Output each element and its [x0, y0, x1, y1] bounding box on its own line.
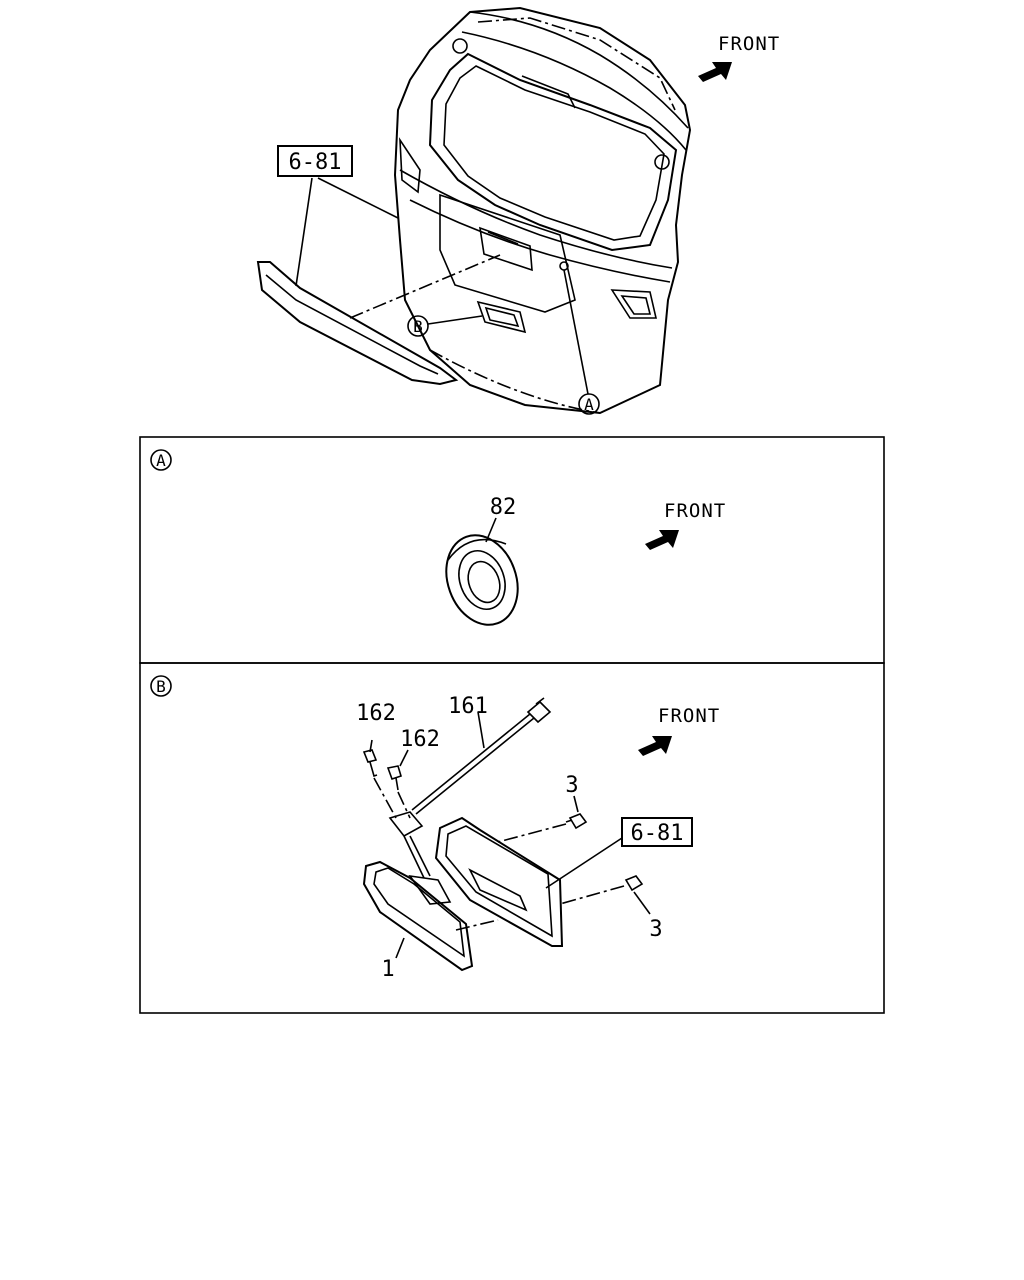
bolt-3-top[interactable] — [565, 813, 588, 830]
panel-b-id-circle — [150, 675, 172, 697]
arrow-up-right-icon — [698, 62, 732, 82]
tailgate-outline — [393, 6, 692, 415]
left-tail-lamp — [399, 137, 421, 194]
callout-a[interactable] — [578, 393, 600, 415]
detail-panel-a: A 82 FRONT — [139, 436, 885, 664]
callout-b-label: B — [413, 317, 423, 336]
handle-recess — [476, 300, 527, 334]
handle-part-1[interactable] — [362, 860, 474, 972]
part-3-top-label: 3 — [565, 773, 578, 798]
ref-box-6-81-panel-b[interactable] — [621, 817, 693, 847]
part-3-bottom-label: 3 — [649, 917, 662, 942]
part-162-top-label: 162 — [356, 701, 396, 726]
panel-b-id: B — [156, 677, 166, 696]
tailgate-overview: 6-81 B A FRONT — [256, 6, 780, 415]
part-82-label: 82 — [490, 495, 517, 520]
screw-162-top[interactable] — [362, 749, 378, 778]
grommet-part-82[interactable] — [434, 525, 529, 635]
part-162-mid-label: 162 — [400, 727, 440, 752]
detail-panel-b: B 162 162 161 FRONT — [139, 662, 885, 1014]
callout-a-label: A — [584, 395, 594, 414]
arrow-up-right-icon — [645, 530, 679, 550]
ref-box-6-81[interactable] — [277, 145, 353, 177]
screw-162-mid[interactable] — [386, 765, 402, 791]
callout-b[interactable] — [407, 315, 429, 337]
wire-harness-161[interactable] — [411, 697, 552, 815]
panel-a-id: A — [156, 451, 166, 470]
front-label-panel-a: FRONT — [664, 500, 726, 522]
right-tail-lamp — [610, 289, 658, 319]
garnish-strip — [256, 261, 459, 386]
tailgate-outline-dash — [477, 17, 676, 111]
ref-box-6-81-panel-b-label: 6-81 — [631, 821, 684, 846]
arrow-up-right-icon — [638, 736, 672, 756]
panel-a-id-circle — [150, 449, 172, 471]
ref-box-6-81-label: 6-81 — [289, 150, 342, 175]
front-label-panel-b: FRONT — [658, 705, 720, 727]
bolt-3-bottom[interactable] — [624, 875, 644, 892]
part-161-label: 161 — [448, 694, 488, 719]
license-plate-recess — [439, 193, 576, 313]
garnish-handle-base[interactable] — [434, 816, 564, 947]
front-label-overview: FRONT — [718, 33, 780, 55]
rear-window — [428, 52, 678, 252]
part-1-label: 1 — [381, 957, 394, 982]
